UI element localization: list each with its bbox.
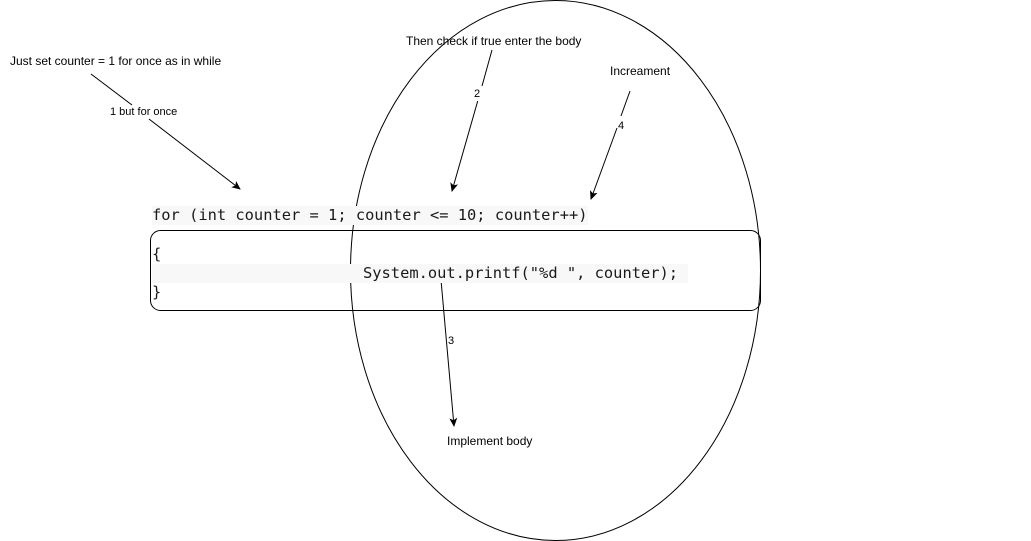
increment-arrow-upper [620,90,631,117]
increment-arrow [589,127,618,200]
step-2-label: 2 [474,87,481,101]
init-sub-note: 1 but for once [110,106,178,118]
close-brace: } [152,283,162,301]
increment-note: Increament [610,64,671,78]
body-note: Implement body [447,434,533,448]
init-arrow-upper [90,73,133,106]
step-3-label: 3 [448,334,455,348]
body-line-highlight [152,264,688,283]
init-arrow [148,118,241,190]
open-brace: { [152,245,162,263]
check-arrow [450,99,479,192]
for-loop-header: for (int counter = 1; counter <= 10; cou… [152,206,588,225]
loop-body-statement: System.out.printf("%d ", counter); [363,264,679,282]
step-4-label: 4 [618,119,625,133]
check-note: Then check if true enter the body [406,34,582,48]
body-arrow [440,279,458,427]
check-arrow-upper [481,49,493,87]
init-note: Just set counter = 1 for once as in whil… [10,54,222,68]
